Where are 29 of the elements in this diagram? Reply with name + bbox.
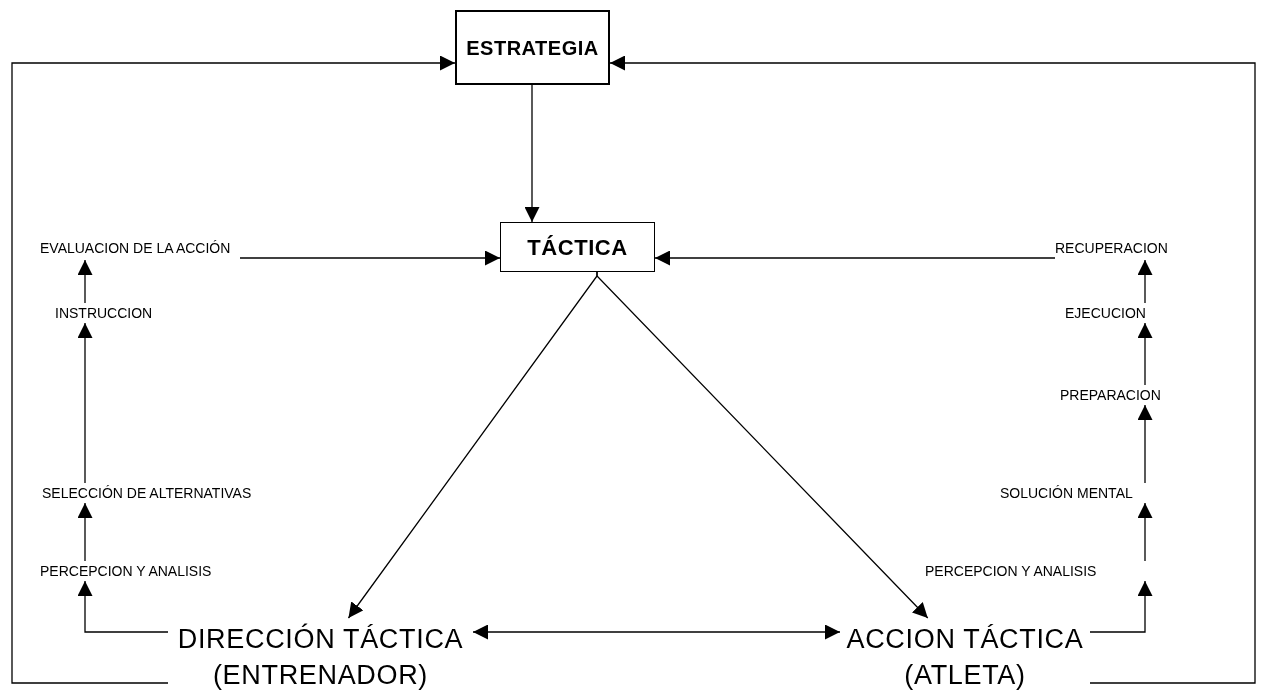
arrow (239, 250, 501, 266)
arrow (596, 271, 929, 619)
step-label: SOLUCIÓN MENTAL (1000, 483, 1195, 503)
step-label: PERCEPCION Y ANALISIS (40, 561, 285, 581)
arrow (77, 259, 93, 304)
step-label: PERCEPCION Y ANALISIS (925, 561, 1175, 581)
arrow (1089, 580, 1153, 633)
arrow (77, 502, 93, 562)
arrow (472, 624, 841, 640)
step-label: DIRECCIÓN TÁCTICA (ENTRENADOR) (168, 618, 473, 695)
arrow (1137, 322, 1153, 386)
arrow (11, 55, 456, 684)
arrow (77, 580, 169, 633)
arrow (524, 84, 540, 223)
arrow (1137, 404, 1153, 484)
arrow (609, 55, 1256, 684)
step-label: INSTRUCCION (55, 303, 200, 323)
arrow (1137, 502, 1153, 562)
process-box: TÁCTICA (500, 222, 655, 272)
step-label: EJECUCION (1065, 303, 1185, 323)
arrow (77, 322, 93, 484)
arrow (654, 250, 1056, 266)
step-label: SELECCIÓN DE ALTERNATIVAS (42, 483, 322, 503)
step-label: PREPARACION (1060, 385, 1210, 405)
process-box: ESTRATEGIA (455, 10, 610, 85)
step-label: EVALUACION DE LA ACCIÓN (40, 236, 240, 260)
step-label: ACCION TÁCTICA (ATLETA) (840, 618, 1090, 695)
arrow (1137, 259, 1153, 304)
step-label: RECUPERACION (1055, 236, 1190, 260)
